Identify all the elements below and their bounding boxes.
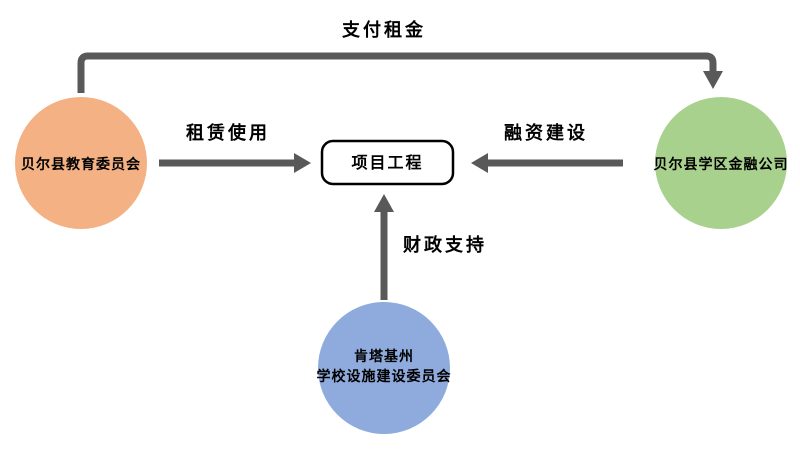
pay-rent-label: 支付租金 [342,20,426,41]
district-finance-node [655,97,787,229]
education-board-label: 贝尔县教育委员会 [21,157,141,173]
district-finance-label: 贝尔县学区金融公司 [653,157,789,173]
education-board-node [15,97,147,229]
pay-rent-arrowhead-icon [703,71,723,89]
finance-build-arrowhead-icon [471,153,488,173]
kentucky-committee-label-line2: 学校设施建设委员会 [316,369,452,385]
kentucky-committee-label: 肯塔基州 学校设施建设委员会 [299,347,469,387]
project-box [320,139,455,186]
kentucky-committee-node [318,302,450,434]
kentucky-committee-label-line1: 肯塔基州 [354,349,414,365]
project-box-label: 项目工程 [351,153,424,172]
finance-build-label: 融资建设 [504,123,588,144]
lease-use-label: 租赁使用 [186,123,270,144]
lease-use-arrowhead-icon [294,153,311,173]
pay-rent-arrow-line [77,52,717,93]
fiscal-support-arrowhead-icon [374,194,394,212]
fiscal-support-label: 财政支持 [403,235,487,256]
